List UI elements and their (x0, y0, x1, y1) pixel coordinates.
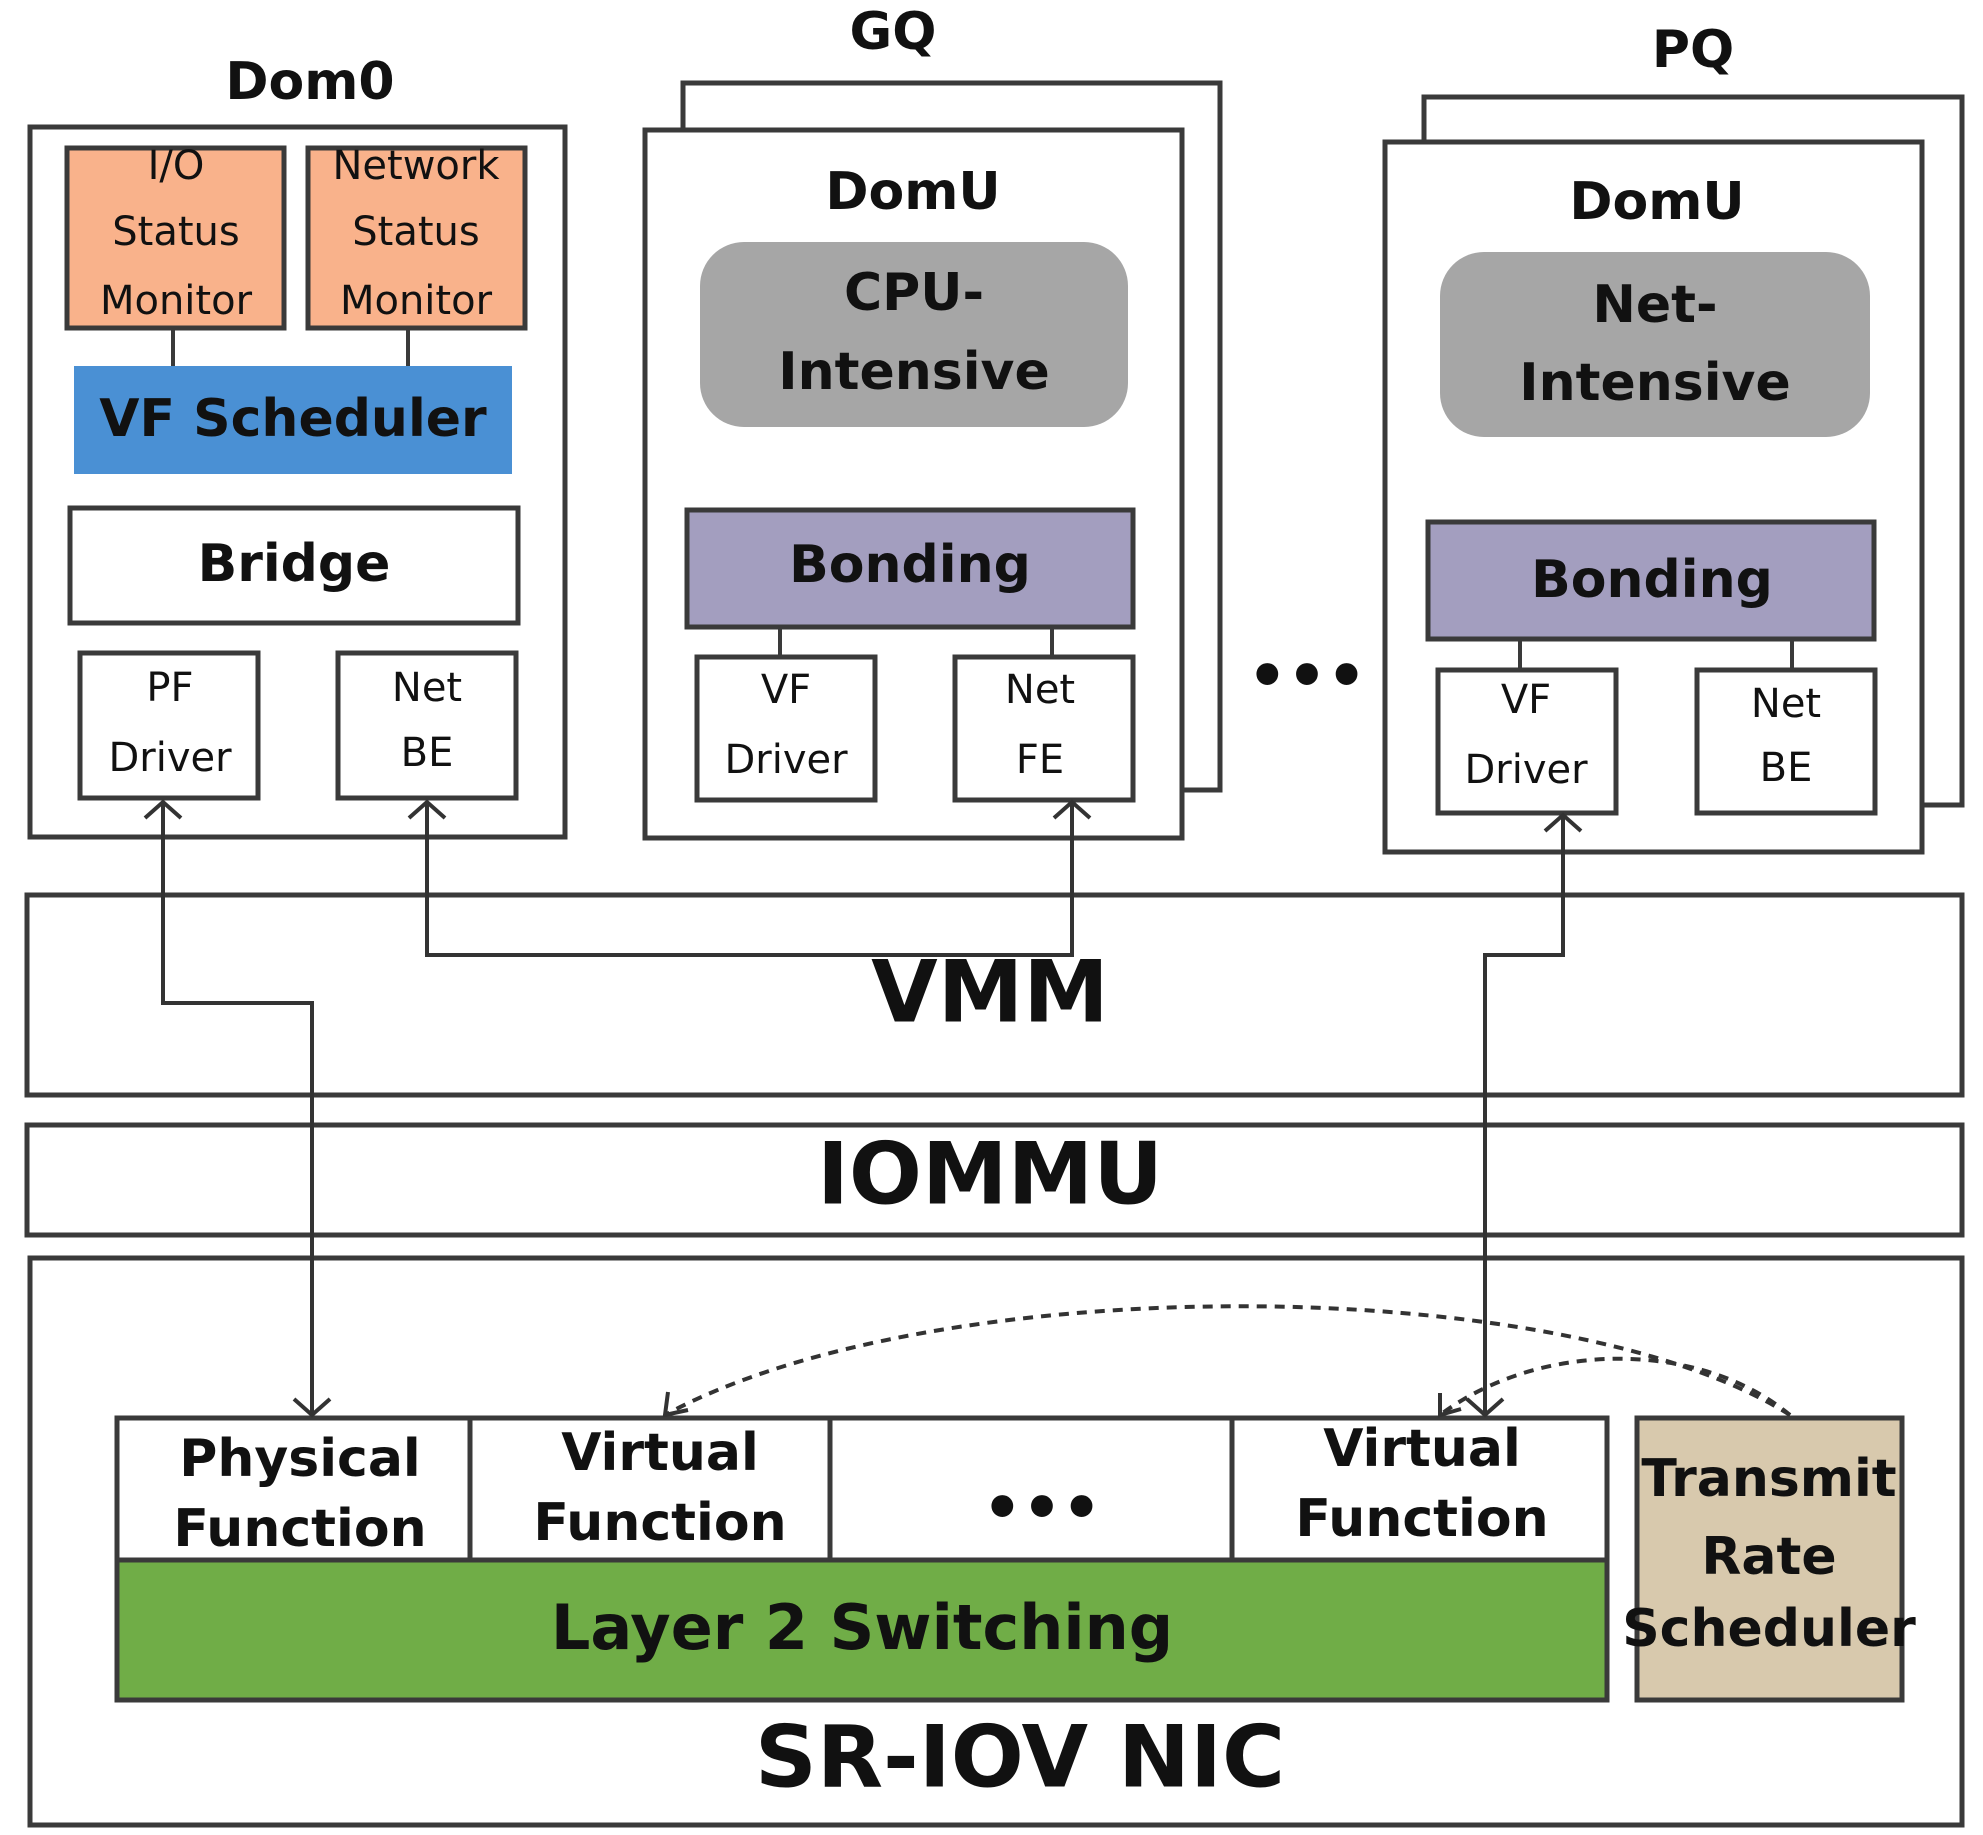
vmm-layer: VMM (24, 892, 1965, 1098)
vf-scheduler-label: VF Scheduler (99, 389, 487, 449)
sriov-nic: SR-IOV NIC Physical Function Virtual Fun… (27, 1255, 1965, 1828)
rate-scheduler-line-1: Transmit (1641, 1449, 1896, 1509)
virtual-function-1-line-1: Virtual (561, 1423, 759, 1483)
net-fe-arrowhead (1052, 799, 1092, 820)
vf2-dashed-arrowhead (1438, 1393, 1462, 1418)
pq-domu-title: DomU (1569, 172, 1744, 232)
io-status-monitor: I/O Status Monitor (64, 143, 287, 331)
pq-domain: PQ DomU Net- Intensive Bonding VF Driver… (1382, 20, 1965, 855)
net-be-dom0: Net BE (335, 650, 519, 801)
pq-vf-driver-to-virtual-function-link (1483, 815, 1565, 1415)
virtual-function-1-line-2: Function (533, 1493, 786, 1553)
net-intensive-workload: Net- Intensive (1440, 252, 1870, 437)
virtual-function-2-line-1: Virtual (1323, 1419, 1521, 1479)
physical-function: Physical Function (173, 1429, 426, 1559)
gq-domu-title: DomU (825, 162, 1000, 222)
gq-domain: GQ DomU CPU- Intensive Bonding VF Driver… (642, 2, 1223, 841)
pq-label: PQ (1652, 20, 1734, 80)
cpu-intensive-line-2: Intensive (778, 342, 1049, 402)
cpu-intensive-line-1: CPU- (844, 263, 984, 323)
pq-vf-arrowhead-up (1543, 812, 1583, 833)
virtual-function-2: Virtual Function (1295, 1419, 1548, 1549)
io-monitor-line-1: I/O (148, 143, 205, 189)
net-intensive-line-1: Net- (1592, 275, 1717, 335)
pq-net-be: Net BE (1694, 667, 1878, 816)
domain-ellipsis: ••• (1248, 639, 1367, 712)
gq-net-fe: Net FE (952, 654, 1136, 803)
pf-arrowhead-down (292, 1397, 332, 1418)
physical-function-line-1: Physical (179, 1429, 421, 1489)
vmm-label: VMM (871, 942, 1109, 1042)
rate-scheduler-line-2: Rate (1701, 1527, 1836, 1587)
net-monitor-line-1: Network (332, 143, 500, 189)
layer2-switching-label: Layer 2 Switching (551, 1591, 1173, 1664)
pq-vf-driver-line-2: Driver (1464, 747, 1588, 793)
pf-arrowhead-up (143, 799, 183, 820)
rate-scheduler-line-3: Scheduler (1622, 1599, 1916, 1659)
physical-function-line-2: Function (173, 1499, 426, 1559)
rate-scheduler-to-vf2-dashed-link (1438, 1356, 1792, 1417)
net-monitor-line-2: Status (352, 209, 479, 255)
cpu-intensive-workload: CPU- Intensive (700, 242, 1128, 427)
iommu-label: IOMMU (817, 1124, 1163, 1224)
vf2-arrowhead-down (1465, 1397, 1505, 1418)
virtual-function-1: Virtual Function (533, 1423, 786, 1553)
gq-net-fe-line-1: Net (1005, 667, 1075, 713)
gq-vf-driver-line-1: VF (761, 667, 811, 713)
vf-scheduler: VF Scheduler (74, 366, 512, 474)
net-be-to-net-fe-link (425, 802, 1074, 957)
pq-net-be-line-2: BE (1760, 745, 1813, 791)
rate-scheduler-to-vf1-dashed-link (664, 1304, 1792, 1417)
virtual-function-2-line-2: Function (1295, 1489, 1548, 1549)
function-row: Physical Function Virtual Function ••• V… (114, 1415, 1610, 1563)
gq-label: GQ (850, 2, 937, 62)
net-intensive-line-2: Intensive (1519, 353, 1790, 413)
iommu-layer: IOMMU (24, 1122, 1965, 1238)
pf-driver-line-1: PF (146, 665, 193, 711)
pf-driver-line-2: Driver (108, 735, 232, 781)
bridge: Bridge (67, 505, 521, 626)
gq-bonding: Bonding (684, 507, 1136, 630)
transmit-rate-scheduler: Transmit Rate Scheduler (1622, 1415, 1916, 1703)
net-be-arrowhead (407, 799, 447, 820)
pq-bonding-label: Bonding (1531, 550, 1773, 610)
net-monitor-line-3: Monitor (340, 278, 493, 324)
gq-net-fe-line-2: FE (1016, 737, 1064, 783)
pq-bonding: Bonding (1425, 519, 1877, 642)
net-be-dom0-line-1: Net (392, 665, 462, 711)
vf1-dashed-arrowhead (662, 1391, 689, 1418)
net-be-dom0-line-2: BE (401, 730, 454, 776)
pq-vf-driver-line-1: VF (1501, 677, 1551, 723)
pf-driver: PF Driver (77, 650, 261, 801)
pq-net-be-line-1: Net (1751, 681, 1821, 727)
dom0-domain: Dom0 I/O Status Monitor Network Status M… (27, 52, 568, 840)
io-monitor-line-2: Status (112, 209, 239, 255)
function-ellipsis: ••• (983, 1471, 1102, 1544)
dom0-title: Dom0 (225, 52, 394, 112)
connectors (143, 799, 1792, 1418)
network-status-monitor: Network Status Monitor (305, 143, 528, 331)
sriov-nic-title: SR-IOV NIC (755, 1707, 1285, 1807)
pf-driver-to-physical-function-link (161, 802, 314, 1415)
pq-vf-driver: VF Driver (1435, 667, 1619, 816)
gq-vf-driver-line-2: Driver (724, 737, 848, 783)
layer2-switching: Layer 2 Switching (114, 1557, 1610, 1703)
io-monitor-line-3: Monitor (100, 278, 253, 324)
bridge-label: Bridge (198, 534, 391, 594)
gq-bonding-label: Bonding (789, 535, 1031, 595)
gq-vf-driver: VF Driver (694, 654, 878, 803)
